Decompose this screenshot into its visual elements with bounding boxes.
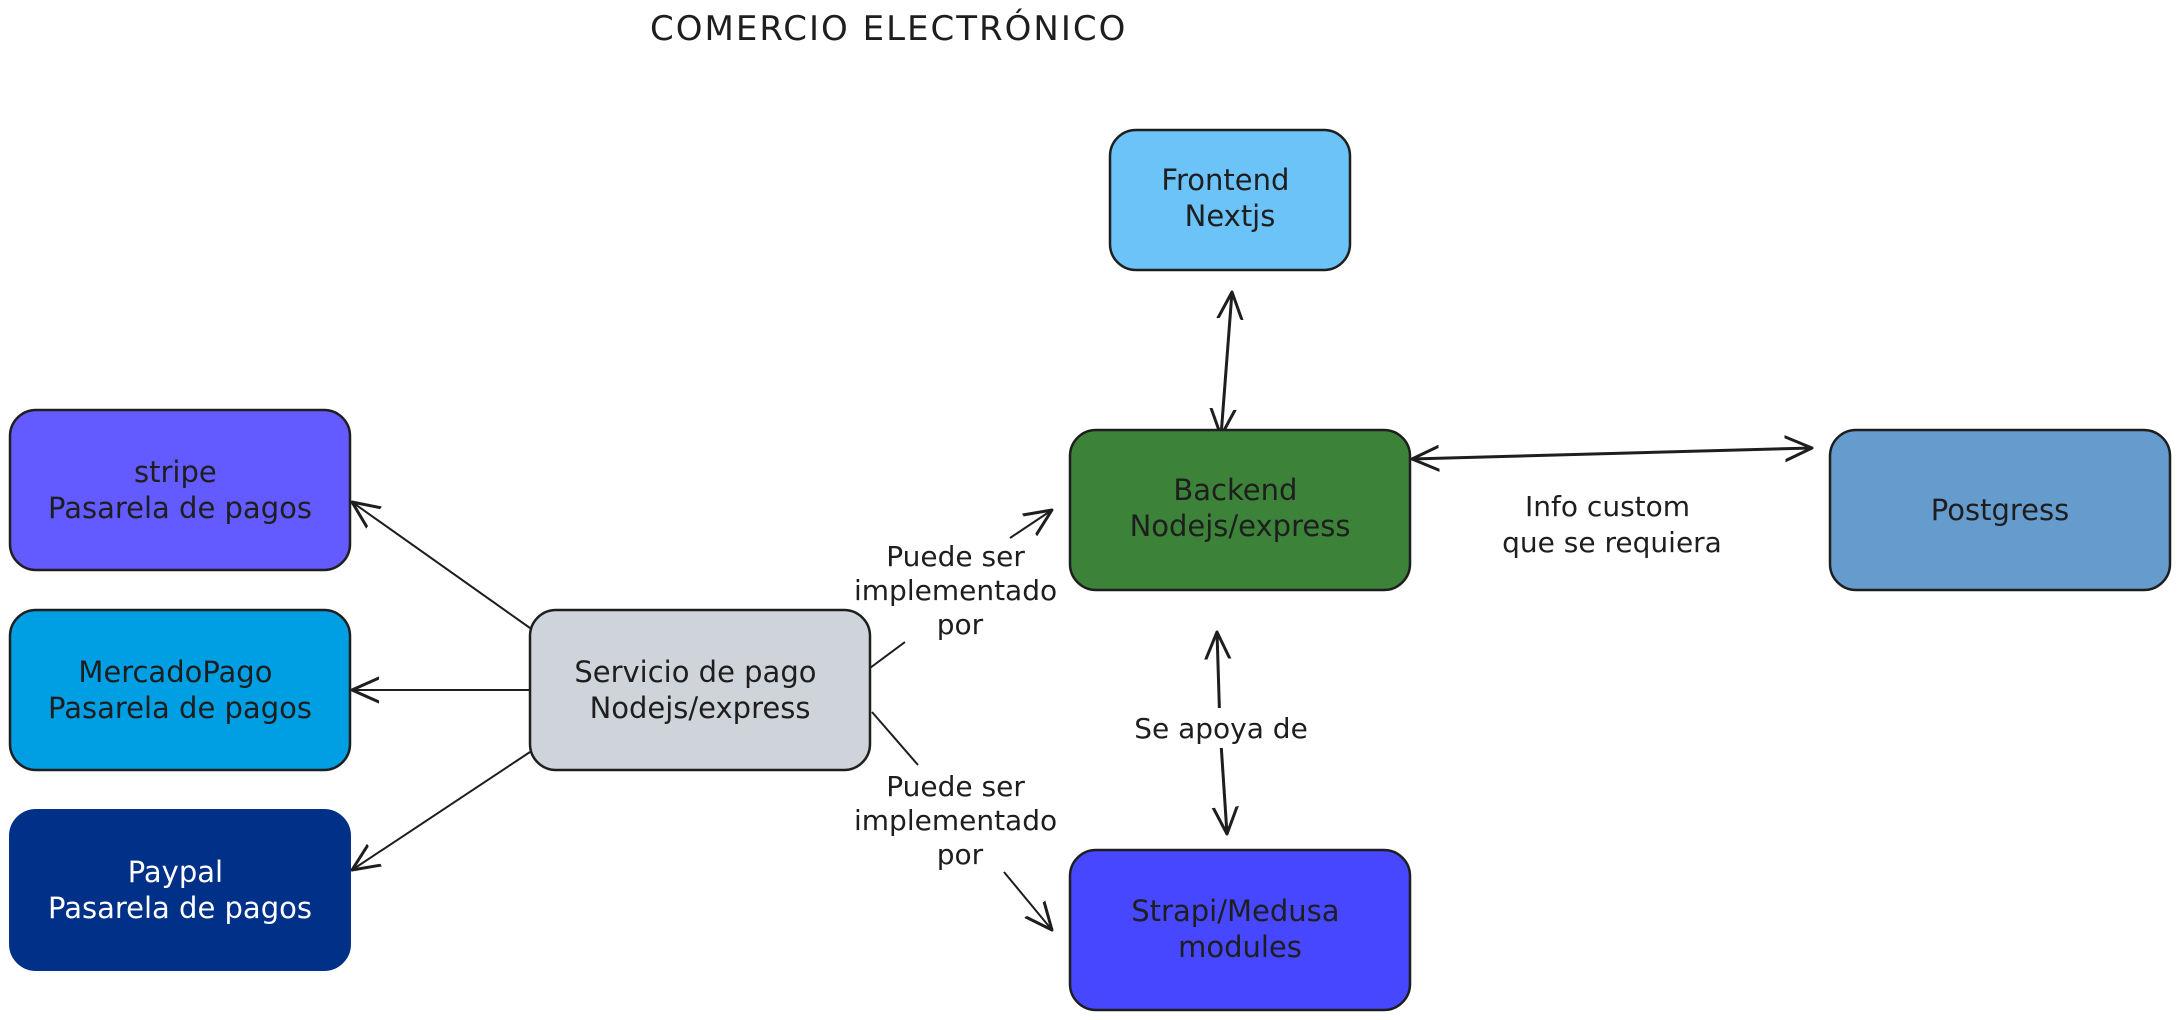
node-paypal[interactable]: Paypal Pasarela de pagos — [9, 809, 351, 971]
node-servicio-pago[interactable]: Servicio de pago Nodejs/express — [528, 608, 872, 772]
edge-servicio-strapi-lower-b — [1003, 871, 1052, 930]
node-strapi-line-2: modules — [1178, 930, 1302, 964]
node-stripe-label: stripe Pasarela de pagos — [48, 455, 312, 525]
node-paypal-line-2: Pasarela de pagos — [48, 891, 312, 925]
edge-label-puede-lower-line-2: implementado — [854, 804, 1057, 837]
node-servicio-pago-box — [528, 608, 872, 772]
edge-servicio-paypal — [352, 751, 531, 870]
edge-label-info-custom: Info custom que se requiera — [1502, 490, 1722, 559]
edge-label-puede-lower: Puede ser implementado por — [854, 770, 1066, 871]
node-stripe-line-2: Pasarela de pagos — [48, 491, 312, 525]
node-frontend[interactable]: Frontend Nextjs — [1108, 128, 1352, 272]
edge-frontend-backend — [1221, 292, 1232, 436]
node-mercadopago-box — [8, 608, 352, 772]
edge-servicio-backend-upper-a — [869, 641, 906, 669]
node-stripe[interactable]: stripe Pasarela de pagos — [8, 408, 352, 572]
edge-label-puede-lower-line-3: por — [937, 838, 984, 871]
node-backend-line-2: Nodejs/express — [1130, 509, 1351, 543]
edge-label-se-apoya-bg — [1130, 708, 1312, 748]
node-mercadopago[interactable]: MercadoPago Pasarela de pagos — [8, 608, 352, 772]
node-backend-box — [1068, 428, 1412, 592]
edge-label-se-apoya-line-1: Se apoya de — [1134, 712, 1308, 745]
node-postgress[interactable]: Postgress — [1828, 428, 2172, 592]
node-servicio-pago-line-1: Servicio de pago — [574, 655, 816, 689]
node-stripe-line-1: stripe — [134, 455, 217, 489]
node-paypal-box — [9, 809, 351, 971]
edge-label-info-custom-line-2: que se requiera — [1502, 526, 1722, 559]
node-paypal-line-1: Paypal — [128, 855, 223, 889]
node-strapi-box — [1068, 848, 1412, 1012]
node-mercadopago-label: MercadoPago Pasarela de pagos — [48, 655, 312, 725]
edge-label-puede-upper-line-1: Puede ser — [886, 540, 1025, 573]
node-postgress-box — [1828, 428, 2172, 592]
node-strapi[interactable]: Strapi/Medusa modules — [1068, 848, 1412, 1012]
node-backend[interactable]: Backend Nodejs/express — [1068, 428, 1412, 592]
node-postgress-label: Postgress — [1931, 493, 2069, 527]
node-stripe-box — [8, 408, 352, 572]
node-mercadopago-line-2: Pasarela de pagos — [48, 691, 312, 725]
edge-label-puede-upper: Puede ser implementado por — [854, 540, 1066, 641]
edge-label-puede-upper-line-3: por — [937, 608, 984, 641]
node-frontend-box — [1108, 128, 1352, 272]
edge-servicio-backend-upper-b — [1009, 510, 1052, 539]
node-postgress-line-1: Postgress — [1931, 493, 2069, 527]
node-strapi-line-1: Strapi/Medusa — [1131, 894, 1339, 928]
node-backend-line-1: Backend — [1173, 473, 1297, 507]
edge-servicio-strapi-lower-a — [871, 711, 919, 766]
diagram-title: COMERCIO ELECTRÓNICO — [650, 8, 1127, 49]
node-frontend-label: Frontend Nextjs — [1161, 163, 1298, 233]
edge-servicio-stripe — [352, 502, 531, 629]
edge-label-puede-upper-line-2: implementado — [854, 574, 1057, 607]
node-frontend-line-2: Nextjs — [1185, 199, 1276, 233]
node-backend-label: Backend Nodejs/express — [1130, 473, 1351, 543]
edge-backend-postgress — [1412, 448, 1812, 459]
node-mercadopago-line-1: MercadoPago — [78, 655, 272, 689]
edge-label-info-custom-line-1: Info custom — [1525, 490, 1690, 523]
edge-label-se-apoya: Se apoya de — [1134, 712, 1308, 745]
edge-label-puede-lower-line-1: Puede ser — [886, 770, 1025, 803]
node-frontend-line-1: Frontend — [1161, 163, 1289, 197]
node-paypal-label: Paypal Pasarela de pagos — [48, 855, 312, 925]
node-servicio-pago-line-2: Nodejs/express — [590, 691, 811, 725]
node-strapi-label: Strapi/Medusa modules — [1131, 894, 1348, 964]
node-servicio-pago-label: Servicio de pago Nodejs/express — [574, 655, 825, 725]
